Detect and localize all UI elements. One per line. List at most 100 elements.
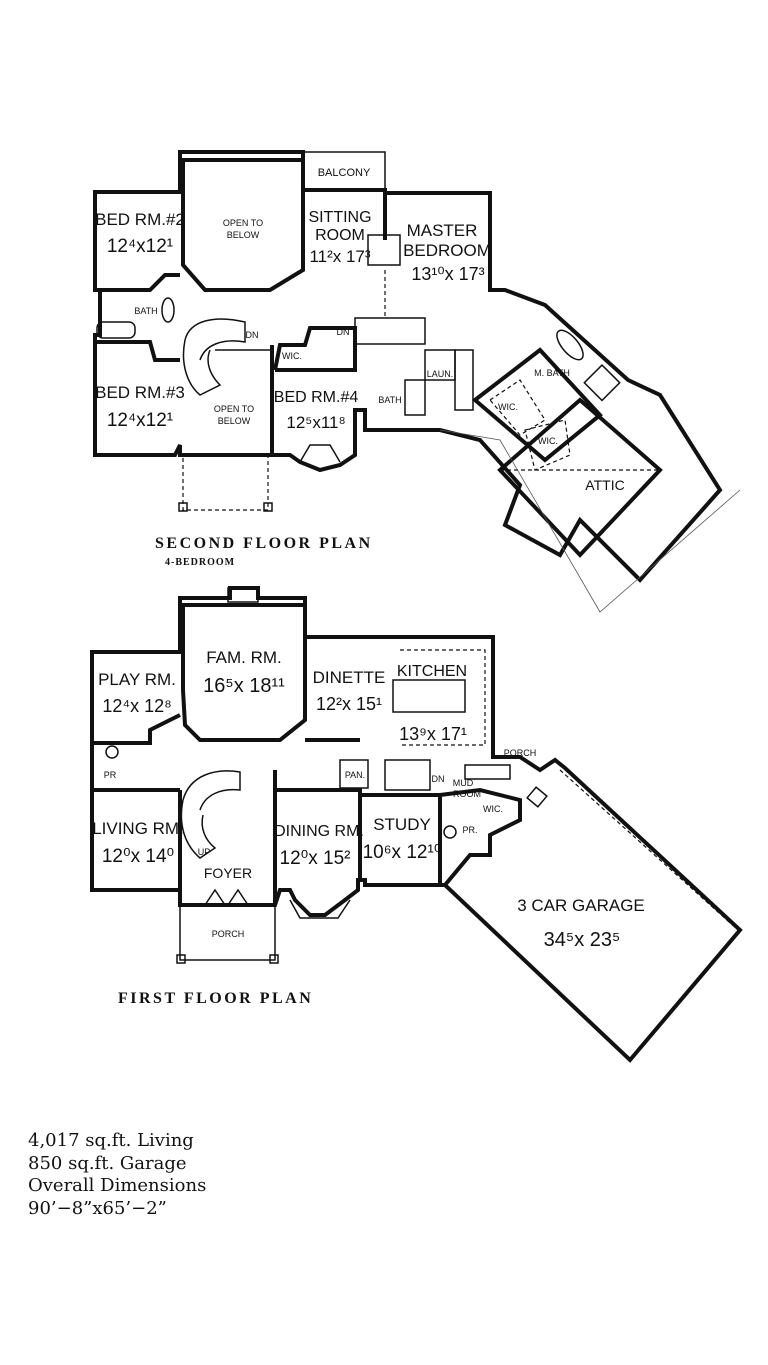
wic-label-first: WIC. — [483, 804, 503, 814]
dining-size: 12⁰x 15² — [280, 848, 351, 869]
fam-size: 16⁵x 18¹¹ — [203, 675, 285, 697]
play-size: 12⁴x 12⁸ — [102, 696, 171, 716]
bed4-name: BED RM.#4 — [274, 389, 359, 406]
study-size: 10⁶x 12¹⁰ — [363, 842, 442, 863]
second-floor-subtitle: 4-BEDROOM — [165, 557, 235, 568]
foyer-label: FOYER — [204, 865, 252, 881]
laun-label: LAUN. — [427, 369, 454, 379]
dn2-label: DN — [337, 327, 350, 337]
wic-dash-2 — [524, 419, 571, 471]
master-tub — [556, 329, 584, 361]
living-size: 12⁰x 14⁰ — [102, 846, 174, 867]
pr2-label: PR. — [462, 825, 477, 835]
open-to-below-upper — [181, 158, 305, 292]
pr-label: PR — [104, 770, 117, 780]
pr-toilet — [105, 745, 119, 759]
bed3-name: BED RM.#3 — [95, 383, 185, 402]
wic2-label: WIC. — [498, 402, 518, 412]
sink — [161, 297, 175, 323]
family-room-walls — [181, 603, 307, 742]
bed4-size: 12⁵x11⁸ — [286, 413, 345, 432]
bed2-south-wall — [95, 273, 180, 292]
study-name: STUDY — [373, 815, 431, 834]
second-floor-plan — [93, 150, 741, 613]
bath-closet — [404, 379, 426, 416]
master-size: 13¹⁰x 17³ — [411, 264, 484, 284]
up-label: UP — [198, 847, 211, 857]
bath2-label: BATH — [378, 395, 401, 405]
attic-label: ATTIC — [585, 477, 624, 493]
stair-curve-upper — [184, 318, 246, 361]
garage-door-dash — [559, 769, 739, 931]
shower — [583, 363, 621, 402]
playroom-south-wall — [92, 713, 181, 745]
garage-size: 34⁵x 23⁵ — [544, 929, 621, 951]
first-floor-stair — [384, 759, 431, 791]
bed4-bay — [299, 444, 341, 463]
fireplace — [367, 234, 401, 266]
sitting-size: 11²x 17³ — [309, 247, 370, 266]
roof-line — [439, 429, 741, 613]
dinette-name: DINETTE — [313, 668, 386, 687]
bed2-size: 12⁴x12¹ — [107, 236, 173, 257]
stat-overall-label: Overall Dimensions — [28, 1175, 207, 1196]
dining-name: DINING RM. — [274, 823, 364, 840]
stair-curve-lower — [182, 339, 222, 396]
foyer-stair-upper — [182, 770, 241, 811]
wic-dash-1 — [489, 379, 546, 436]
mud-label-b: ROOM — [453, 789, 481, 799]
mud-label-a: MUD — [453, 778, 474, 788]
master-name-a: MASTER — [407, 221, 478, 240]
mud-bench — [464, 764, 511, 780]
stat-overall-dimensions: 90’−8”x65’−2” — [28, 1197, 167, 1219]
second-floor-title: SECOND FLOOR PLAN — [155, 535, 373, 552]
fam-fireplace — [227, 587, 259, 603]
garage-name: 3 CAR GARAGE — [517, 896, 645, 915]
stat-garage: 850 sq.ft. Garage — [28, 1152, 187, 1174]
sitting-name-b: ROOM — [315, 227, 365, 244]
post-right — [263, 502, 273, 512]
study-walls — [362, 793, 442, 887]
post-left — [178, 502, 188, 512]
living-name: LIVING RM. — [92, 819, 184, 838]
dinette-size: 12²x 15¹ — [316, 694, 382, 714]
porch-front-label: PORCH — [212, 929, 245, 939]
stat-living: 4,017 sq.ft. Living — [28, 1130, 194, 1151]
dining-walls — [275, 788, 362, 880]
bed2-name: BED RM.#2 — [95, 210, 185, 229]
second-floor-labels: BALCONY BED RM.#2 12⁴x12¹ OPEN TO BELOW … — [95, 167, 625, 568]
washer-dryer — [454, 349, 474, 411]
balcony-label: BALCONY — [318, 167, 371, 179]
sitting-name-a: SITTING — [308, 209, 371, 226]
stair-right — [354, 317, 426, 345]
attic-outline — [497, 397, 663, 558]
open-below-1b: BELOW — [227, 230, 260, 240]
open-below-2b: BELOW — [218, 416, 251, 426]
wic3-label: WIC. — [538, 436, 558, 446]
porch-side-label: PORCH — [504, 748, 537, 758]
mud-room-walls — [439, 787, 522, 887]
second-floor-outline — [93, 150, 723, 583]
bed4-walls — [273, 326, 357, 372]
kitchen-name: KITCHEN — [397, 663, 467, 680]
porch-post-right — [269, 954, 279, 964]
first-floor-labels: FAM. RM. 16⁵x 18¹¹ PLAY RM. 12⁴x 12⁸ DIN… — [92, 648, 645, 1007]
fam-name: FAM. RM. — [206, 648, 282, 667]
pan-label: PAN. — [345, 770, 365, 780]
bed3-size: 12⁴x12¹ — [107, 410, 173, 431]
wic-label: WIC. — [282, 351, 302, 361]
kitchen-size: 13⁹x 17¹ — [399, 724, 467, 744]
bath-label: BATH — [134, 306, 157, 316]
bed3-north-wall — [95, 340, 180, 362]
second-floor-porch-dash — [182, 454, 269, 511]
tub — [96, 321, 136, 339]
porch-post-left — [176, 954, 186, 964]
first-floor-plan — [90, 586, 743, 1063]
plan-statistics: 4,017 sq.ft. Living 850 sq.ft. Garage Ov… — [28, 1130, 206, 1220]
balcony-outline — [302, 151, 386, 191]
garage-step — [526, 786, 548, 808]
dn1-label: DN — [246, 330, 259, 340]
pantry — [339, 759, 369, 789]
